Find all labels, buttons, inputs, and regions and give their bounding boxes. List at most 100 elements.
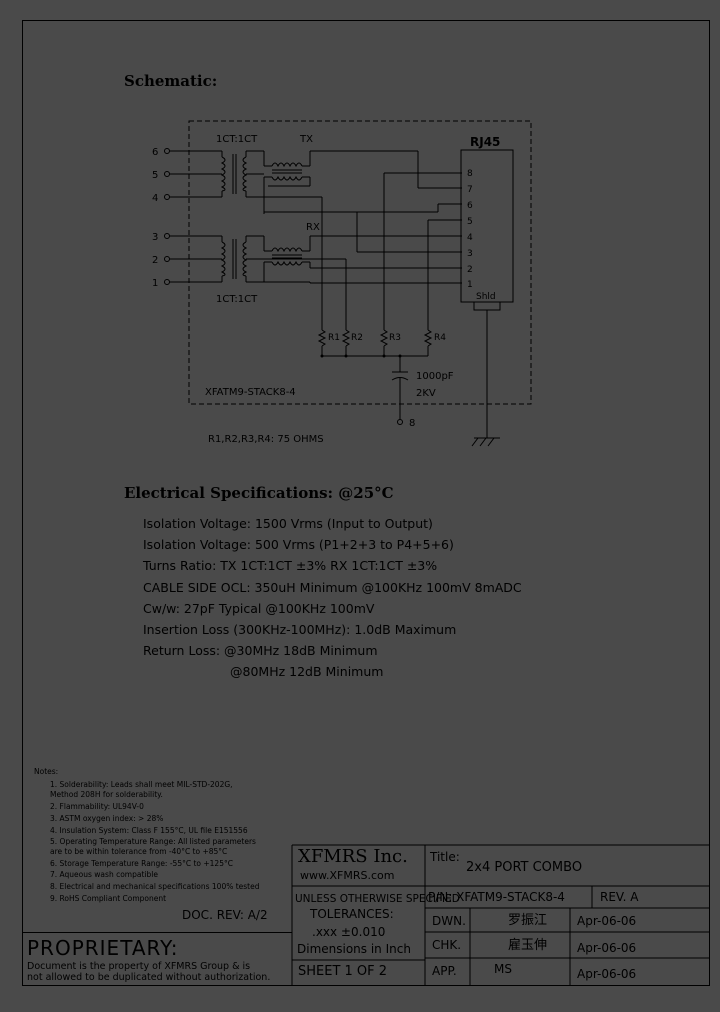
company-name: XFMRS Inc. bbox=[298, 846, 408, 867]
note-line-1: 1. Solderability: Leads shall meet MIL-S… bbox=[50, 780, 233, 789]
r3-label: R3 bbox=[389, 333, 401, 343]
capacitor-plate-bottom bbox=[391, 377, 409, 381]
tx-secondary-coil bbox=[242, 156, 248, 192]
resistor-r1 bbox=[317, 329, 327, 347]
spec-line-5: Cw/w: 27pF Typical @100KHz 100mV bbox=[143, 601, 375, 616]
pin-2-terminal bbox=[164, 256, 170, 262]
part-number: P/N: XFATM9-STACK8-4 bbox=[428, 890, 565, 904]
note-line-8: 6. Storage Temperature Range: -55°C to +… bbox=[50, 859, 233, 868]
rx-choke-bottom bbox=[271, 260, 303, 266]
left-pin-4: 4 bbox=[152, 193, 158, 204]
app-date: Apr-06-06 bbox=[577, 967, 637, 981]
drawing-frame bbox=[22, 20, 710, 986]
app-name: MS bbox=[494, 962, 512, 976]
ct-label-top: 1CT:1CT bbox=[216, 134, 258, 145]
proprietary-line-1: Document is the property of XFMRS Group … bbox=[27, 961, 251, 972]
schematic-heading: Schematic: bbox=[124, 72, 218, 90]
pin-4-terminal bbox=[164, 194, 170, 200]
tx-choke-bottom bbox=[271, 175, 303, 181]
sheet-number: SHEET 1 OF 2 bbox=[298, 964, 388, 979]
pin-3-terminal bbox=[164, 233, 170, 239]
company-website: www.XFMRS.com bbox=[300, 869, 395, 882]
proprietary-line-2: not allowed to be duplicated without aut… bbox=[27, 972, 271, 983]
app-label: APP. bbox=[432, 964, 457, 978]
schematic-diagram: 6 5 4 3 2 1 1CT:1CT 1CT:1CT TX RX RJ45 8… bbox=[152, 120, 532, 447]
spec-line-7: Return Loss: @30MHz 18dB Minimum bbox=[143, 643, 378, 658]
rj-pin-2: 2 bbox=[467, 265, 473, 275]
left-pin-1: 1 bbox=[152, 278, 158, 289]
rj-pin-4: 4 bbox=[467, 233, 473, 243]
note-line-11: 9. RoHS Compliant Component bbox=[50, 894, 167, 903]
left-pin-6: 6 bbox=[152, 147, 158, 158]
title-value: 2x4 PORT COMBO bbox=[466, 860, 583, 875]
pin-5-terminal bbox=[164, 171, 170, 177]
rj-pin-5: 5 bbox=[467, 217, 473, 227]
rj-pin-6: 6 bbox=[467, 201, 473, 211]
left-pin-3: 3 bbox=[152, 232, 158, 243]
spec-line-6: Insertion Loss (300KHz-100MHz): 1.0dB Ma… bbox=[143, 622, 457, 637]
note-line-6: 5. Operating Temperature Range: All list… bbox=[50, 837, 256, 846]
rx-choke-top bbox=[271, 247, 303, 253]
note-line-3: 2. Flammability: UL94V-0 bbox=[50, 802, 144, 811]
dimensions-note: Dimensions in Inch bbox=[297, 942, 411, 956]
rj-pin-1: 1 bbox=[467, 280, 473, 290]
cap-value: 1000pF bbox=[416, 371, 454, 382]
chk-name: 雇玉伸 bbox=[508, 938, 548, 953]
note-line-5: 4. Insulation System: Class F 155°C, UL … bbox=[50, 826, 248, 835]
note-line-7: are to be within tolerance from -40°C to… bbox=[50, 847, 228, 856]
cap-voltage: 2KV bbox=[416, 388, 436, 399]
rj45-label: RJ45 bbox=[470, 135, 500, 149]
note-line-9: 7. Aqueous wash compatible bbox=[50, 870, 158, 879]
electrical-heading: Electrical Specifications: @25°C bbox=[124, 484, 394, 502]
module-boundary bbox=[188, 120, 532, 405]
r1-label: R1 bbox=[328, 333, 340, 343]
pin-8-label: 8 bbox=[409, 418, 415, 429]
rx-primary-coil bbox=[220, 241, 226, 277]
spec-line-1: Isolation Voltage: 1500 Vrms (Input to O… bbox=[143, 516, 433, 531]
shld-label: Shld bbox=[476, 292, 496, 302]
rj-pin-3: 3 bbox=[467, 249, 473, 259]
left-pin-5: 5 bbox=[152, 170, 158, 181]
resistor-note: R1,R2,R3,R4: 75 OHMS bbox=[208, 434, 324, 445]
pin-6-terminal bbox=[164, 148, 170, 154]
pin-8-terminal bbox=[397, 419, 403, 425]
r2-label: R2 bbox=[351, 333, 363, 343]
title-label: Title: bbox=[430, 850, 460, 864]
notes-heading: Notes: bbox=[34, 767, 59, 776]
left-pin-2: 2 bbox=[152, 255, 158, 266]
part-label: XFATM9-STACK8-4 bbox=[205, 387, 296, 398]
ct-label-bottom: 1CT:1CT bbox=[216, 294, 258, 305]
chk-date: Apr-06-06 bbox=[577, 941, 637, 955]
doc-rev: DOC. REV: A/2 bbox=[182, 908, 268, 922]
dwn-label: DWN. bbox=[432, 914, 466, 928]
chk-label: CHK. bbox=[432, 938, 462, 952]
dwn-date: Apr-06-06 bbox=[577, 914, 637, 928]
spec-line-4: CABLE SIDE OCL: 350uH Minimum @100KHz 10… bbox=[143, 580, 522, 595]
tx-choke-top bbox=[271, 162, 303, 168]
rx-label: RX bbox=[306, 222, 320, 233]
spec-line-2: Isolation Voltage: 500 Vrms (P1+2+3 to P… bbox=[143, 537, 454, 552]
unless-specified: UNLESS OTHERWISE SPECIFIED bbox=[295, 893, 460, 905]
tolerances-label: TOLERANCES: bbox=[310, 907, 394, 921]
revision: REV. A bbox=[600, 890, 639, 904]
shield-tab bbox=[473, 301, 501, 311]
note-line-4: 3. ASTM oxygen index: > 28% bbox=[50, 814, 164, 823]
tx-primary-coil bbox=[220, 156, 226, 192]
resistor-r4 bbox=[423, 329, 433, 347]
dwn-name: 罗振江 bbox=[508, 913, 548, 928]
rj-pin-8: 8 bbox=[467, 169, 473, 179]
resistor-r3 bbox=[379, 329, 389, 347]
rj-pin-7: 7 bbox=[467, 185, 473, 195]
proprietary-title: PROPRIETARY: bbox=[27, 936, 179, 960]
rx-secondary-coil bbox=[242, 241, 248, 277]
pin-1-terminal bbox=[164, 279, 170, 285]
tx-label: TX bbox=[299, 134, 313, 145]
resistor-r2 bbox=[341, 329, 351, 347]
spec-line-3: Turns Ratio: TX 1CT:1CT ±3% RX 1CT:1CT ±… bbox=[143, 558, 438, 573]
note-line-2: Method 208H for solderability. bbox=[50, 790, 163, 799]
note-line-10: 8. Electrical and mechanical specificati… bbox=[50, 882, 260, 891]
proprietary-box bbox=[22, 932, 292, 987]
spec-line-8: @80MHz 12dB Minimum bbox=[230, 664, 384, 679]
r4-label: R4 bbox=[434, 333, 446, 343]
tolerance-value: .xxx ±0.010 bbox=[312, 925, 386, 939]
